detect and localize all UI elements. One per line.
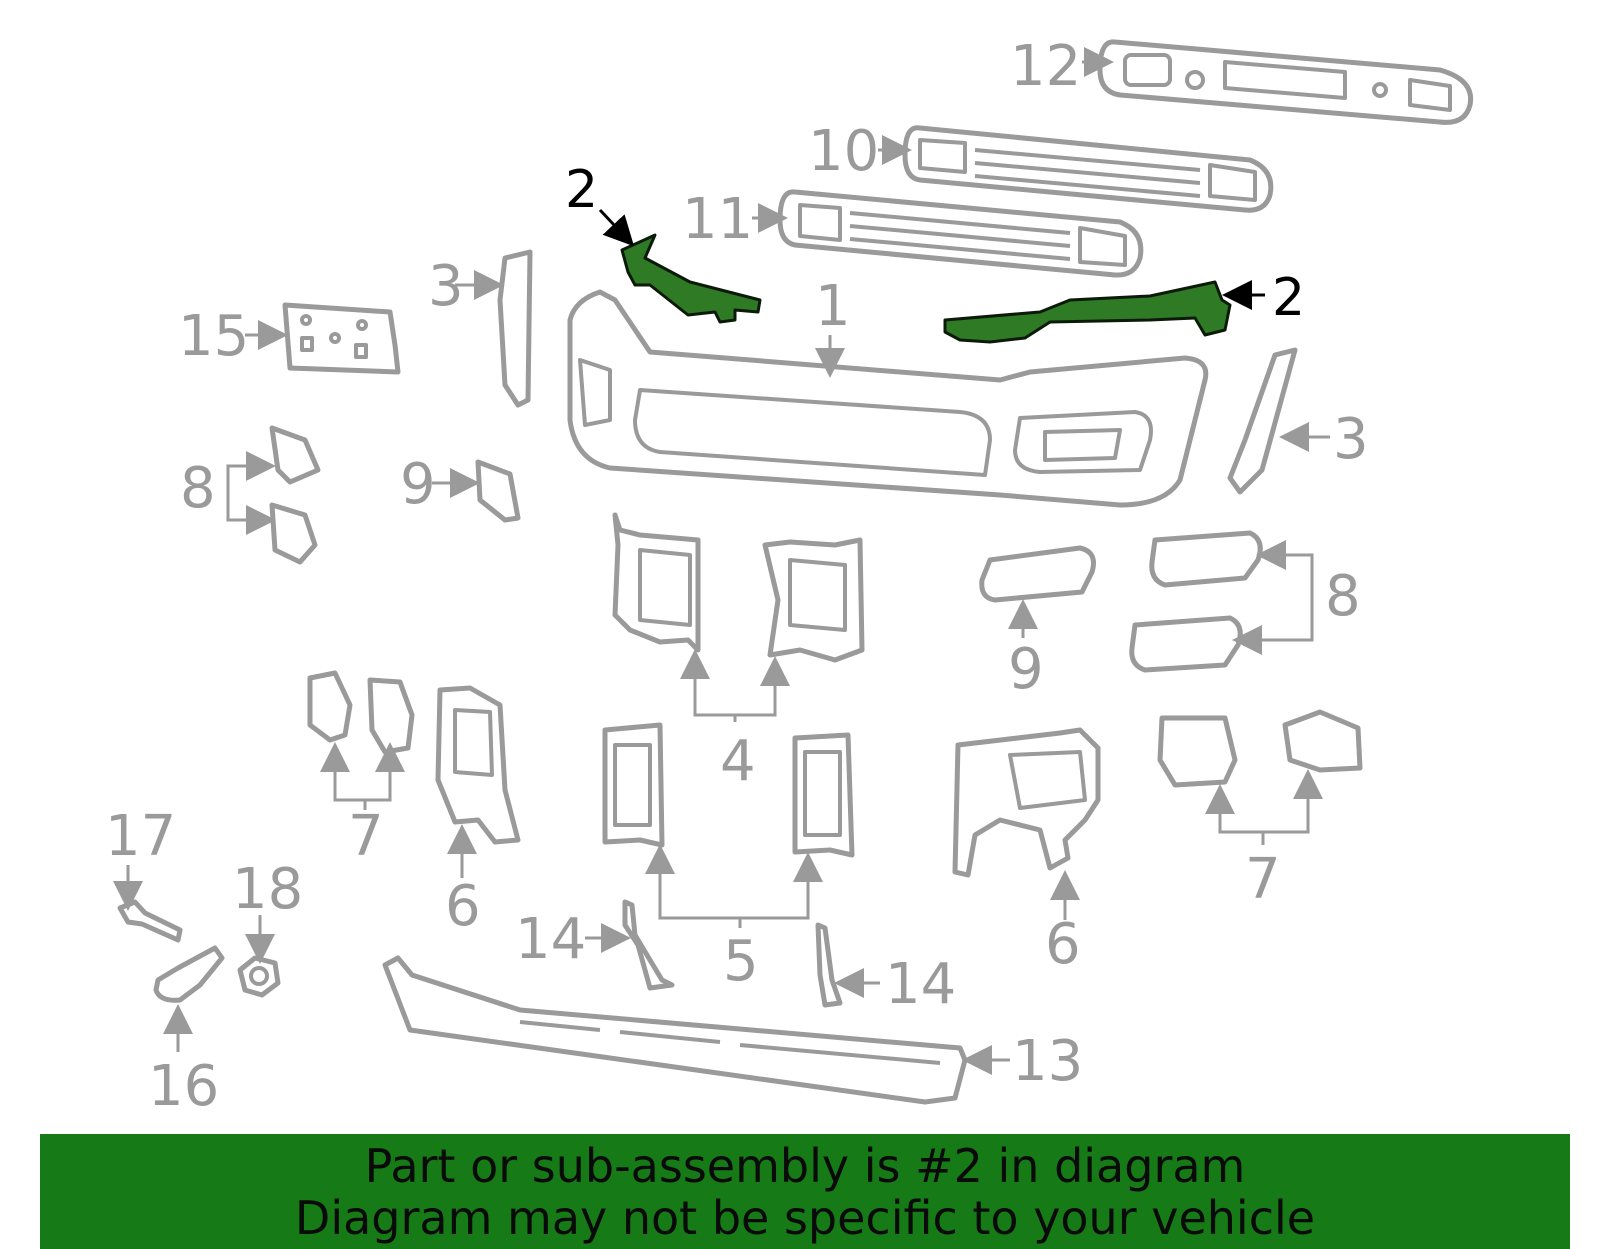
part-7-bracket-right-a [1157,715,1238,788]
callout-6-left: 6 [445,874,481,939]
info-banner: Part or sub-assembly is #2 in diagram Di… [40,1134,1570,1249]
callout-15: 15 [178,304,249,369]
part-8-bezel-right-upper [1149,530,1263,588]
callout-2-left: 2 [565,160,598,220]
callout-5: 5 [723,929,759,994]
callout-8-right: 8 [1325,564,1361,629]
part-1-bumper-face [567,289,1209,508]
part-6-support-right [952,727,1101,878]
callout-3-right: 3 [1333,407,1369,472]
part-3-side-bracket-left [497,249,533,408]
part-4-bracket-left [612,512,701,653]
part-6-support-left [435,685,521,845]
part-2-bracket-right [943,280,1232,344]
part-12-upper-trim [1097,39,1474,125]
part-9-fog-bezel-left [475,459,521,523]
part-5-bracket-left [602,722,665,848]
part-11-grille-mesh [777,189,1144,278]
callout-16: 16 [148,1054,219,1119]
part-8-bezel-right-lower [1129,615,1243,673]
callout-17: 17 [105,804,176,869]
callout-2-right: 2 [1272,268,1305,328]
callout-1: 1 [815,274,851,339]
part-2-bracket-left [620,233,762,324]
callout-14-right: 14 [885,952,956,1017]
callout-9-right: 9 [1008,637,1044,702]
part-14-brace-left [622,899,675,991]
part-17-bolt [117,899,183,943]
part-15-license-bracket [282,302,401,375]
callout-18: 18 [232,857,303,922]
part-5-bracket-right [792,732,855,858]
part-7-bracket-left-b [367,677,415,755]
callout-4: 4 [720,729,756,794]
callout-10: 10 [808,119,879,184]
part-8-bezel-left [269,425,321,565]
part-9-fog-bezel-right [979,545,1096,603]
callout-8-left: 8 [180,456,216,521]
part-7-bracket-right-b [1282,709,1363,773]
leader-lines [113,47,1330,1075]
callout-11: 11 [682,187,753,252]
callout-9-left: 9 [400,452,436,517]
callout-7-left: 7 [348,804,384,869]
callout-14-left: 14 [515,907,586,972]
callout-7-right: 7 [1245,847,1281,912]
part-14-brace-right [815,922,843,1008]
part-13-lower-valance [382,955,968,1105]
part-4-bracket-right [762,537,865,663]
callout-3-left: 3 [428,254,464,319]
part-10-grille-mesh [902,125,1274,213]
banner-line-2: Diagram may not be specific to your vehi… [294,1191,1316,1245]
banner-line-1: Part or sub-assembly is #2 in diagram [364,1139,1246,1193]
callout-13: 13 [1012,1029,1083,1094]
part-18-nut [237,955,281,998]
part-7-bracket-left-a [307,670,353,743]
callout-6-right: 6 [1045,912,1081,977]
part-3-side-bracket-right [1227,347,1298,495]
callout-12: 12 [1010,34,1081,99]
part-16-clip [153,945,225,1003]
